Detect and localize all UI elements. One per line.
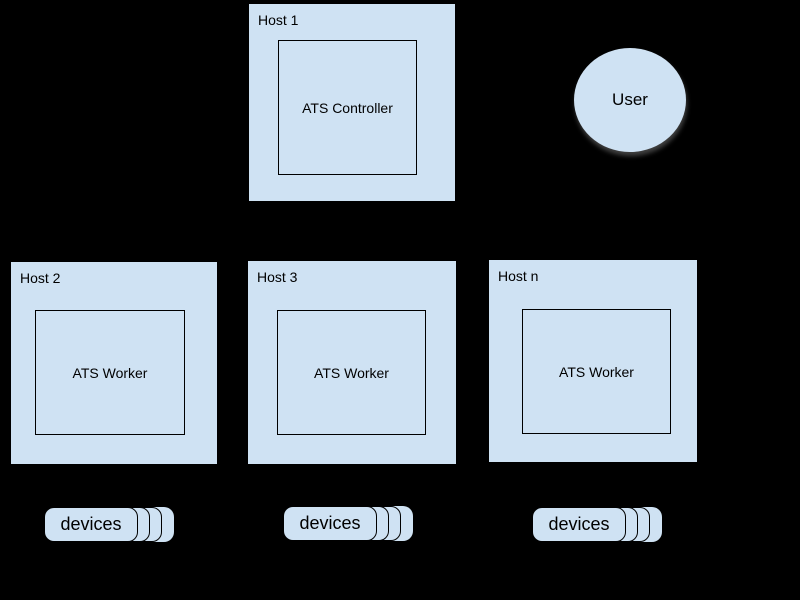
devices-label-1: devices (60, 514, 122, 534)
host-1-label: Host 1 (258, 12, 299, 28)
ats-controller-label: ATS Controller (302, 99, 393, 116)
user-label: User (612, 90, 648, 109)
ats-worker-box-2: ATS Worker (277, 310, 426, 435)
ats-worker-box-3: ATS Worker (522, 309, 671, 434)
devices-card-front: devices (44, 507, 138, 542)
devices-label-2: devices (299, 513, 361, 533)
ats-controller-box: ATS Controller (278, 40, 417, 175)
ats-worker-label-2: ATS Worker (314, 364, 389, 381)
host-3-box: Host 3 ATS Worker (248, 261, 456, 464)
devices-label-3: devices (548, 514, 610, 534)
host-3-label: Host 3 (257, 269, 298, 285)
devices-card-front: devices (532, 507, 626, 542)
host-n-box: Host n ATS Worker (489, 260, 697, 462)
host-2-label: Host 2 (20, 270, 61, 286)
host-1-box: Host 1 ATS Controller (249, 4, 455, 201)
user-actor: User (574, 48, 686, 152)
host-n-label: Host n (498, 268, 539, 284)
devices-stack-3: devices (532, 507, 664, 544)
devices-stack-1: devices (44, 507, 176, 544)
ats-worker-box-1: ATS Worker (35, 310, 185, 435)
ats-worker-label-3: ATS Worker (559, 363, 634, 380)
ats-worker-label-1: ATS Worker (72, 364, 148, 381)
devices-card-front: devices (283, 506, 377, 541)
host-2-box: Host 2 ATS Worker (11, 262, 217, 464)
devices-stack-2: devices (283, 506, 415, 543)
